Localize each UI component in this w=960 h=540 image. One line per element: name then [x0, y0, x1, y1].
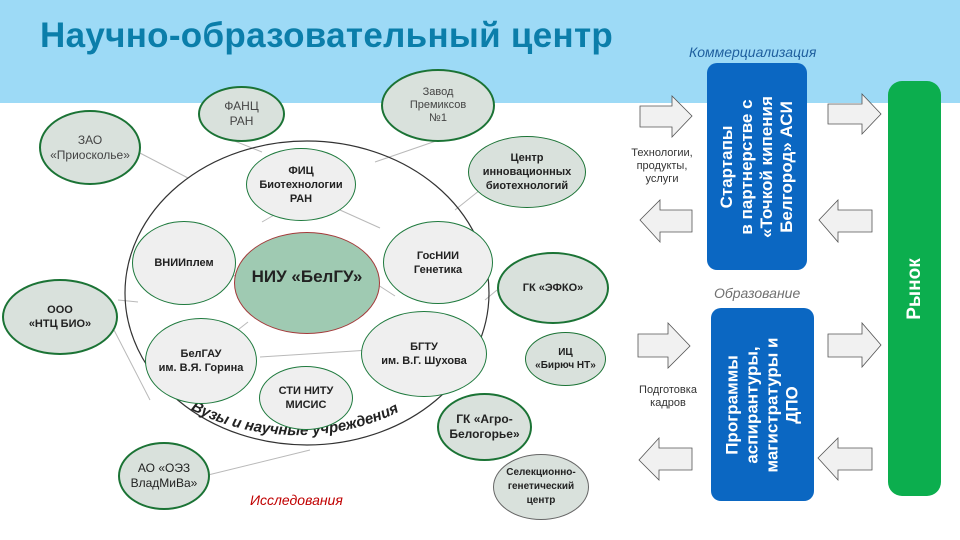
page-title: Научно-образовательный центр	[40, 16, 614, 55]
section-education-label: Образование	[714, 285, 801, 301]
node-belgu-center[interactable]: НИУ «БелГУ»	[234, 232, 380, 334]
arrow-right-icon	[639, 95, 693, 138]
connector-line	[137, 151, 189, 179]
node-label: ГК «Агро-Белогорье»	[449, 412, 520, 441]
node-label: ЗАО«Приосколье»	[50, 132, 130, 162]
node-agro-belogorye[interactable]: ГК «Агро-Белогорье»	[437, 393, 532, 461]
institutions-ring	[124, 140, 490, 446]
connector-line	[113, 329, 151, 401]
node-label: ИЦ«Бирюч НТ»	[535, 347, 596, 371]
flow-tech-text: Технологии,продукты,услуги	[631, 147, 693, 185]
connector-line	[117, 299, 139, 303]
arrow-left-icon	[639, 199, 693, 244]
arrow-right-icon	[637, 322, 691, 369]
node-label: ВНИИплем	[154, 257, 214, 269]
arrow-left-icon	[638, 436, 693, 481]
node-efko[interactable]: ГК «ЭФКО»	[497, 252, 609, 324]
node-prioskolye[interactable]: ЗАО«Приосколье»	[39, 110, 141, 185]
flow-tech-label: Технологии,продукты,услуги	[624, 147, 700, 186]
node-label: ООО«НТЦ БИО»	[28, 304, 92, 330]
node-ntc-bio[interactable]: ООО«НТЦ БИО»	[2, 279, 118, 355]
market-label: Рынок	[903, 257, 925, 320]
node-biryuch-nt[interactable]: ИЦ«Бирюч НТ»	[525, 332, 606, 386]
center-label: НИУ «БелГУ»	[251, 267, 363, 286]
node-vniiplem[interactable]: ВНИИплем	[132, 221, 236, 305]
connector-line	[207, 449, 311, 476]
market-bar[interactable]: Рынок	[888, 81, 941, 496]
connector-line	[377, 284, 396, 297]
connector-line	[454, 189, 481, 211]
arrow-right-icon	[827, 92, 882, 136]
arrow-left-icon	[818, 198, 873, 244]
arrow-right-icon	[827, 321, 882, 369]
section-commercialization-label: Коммерциализация	[689, 44, 817, 60]
connector-line	[484, 289, 498, 301]
arrow-left-icon	[817, 437, 873, 482]
node-label: ГК «ЭФКО»	[522, 282, 584, 294]
connector-line	[339, 209, 381, 229]
connector-line	[374, 140, 437, 163]
connector-line	[259, 349, 371, 358]
connector-line	[231, 139, 263, 153]
connectors	[113, 139, 498, 476]
section-research-label: Исследования	[250, 492, 343, 508]
